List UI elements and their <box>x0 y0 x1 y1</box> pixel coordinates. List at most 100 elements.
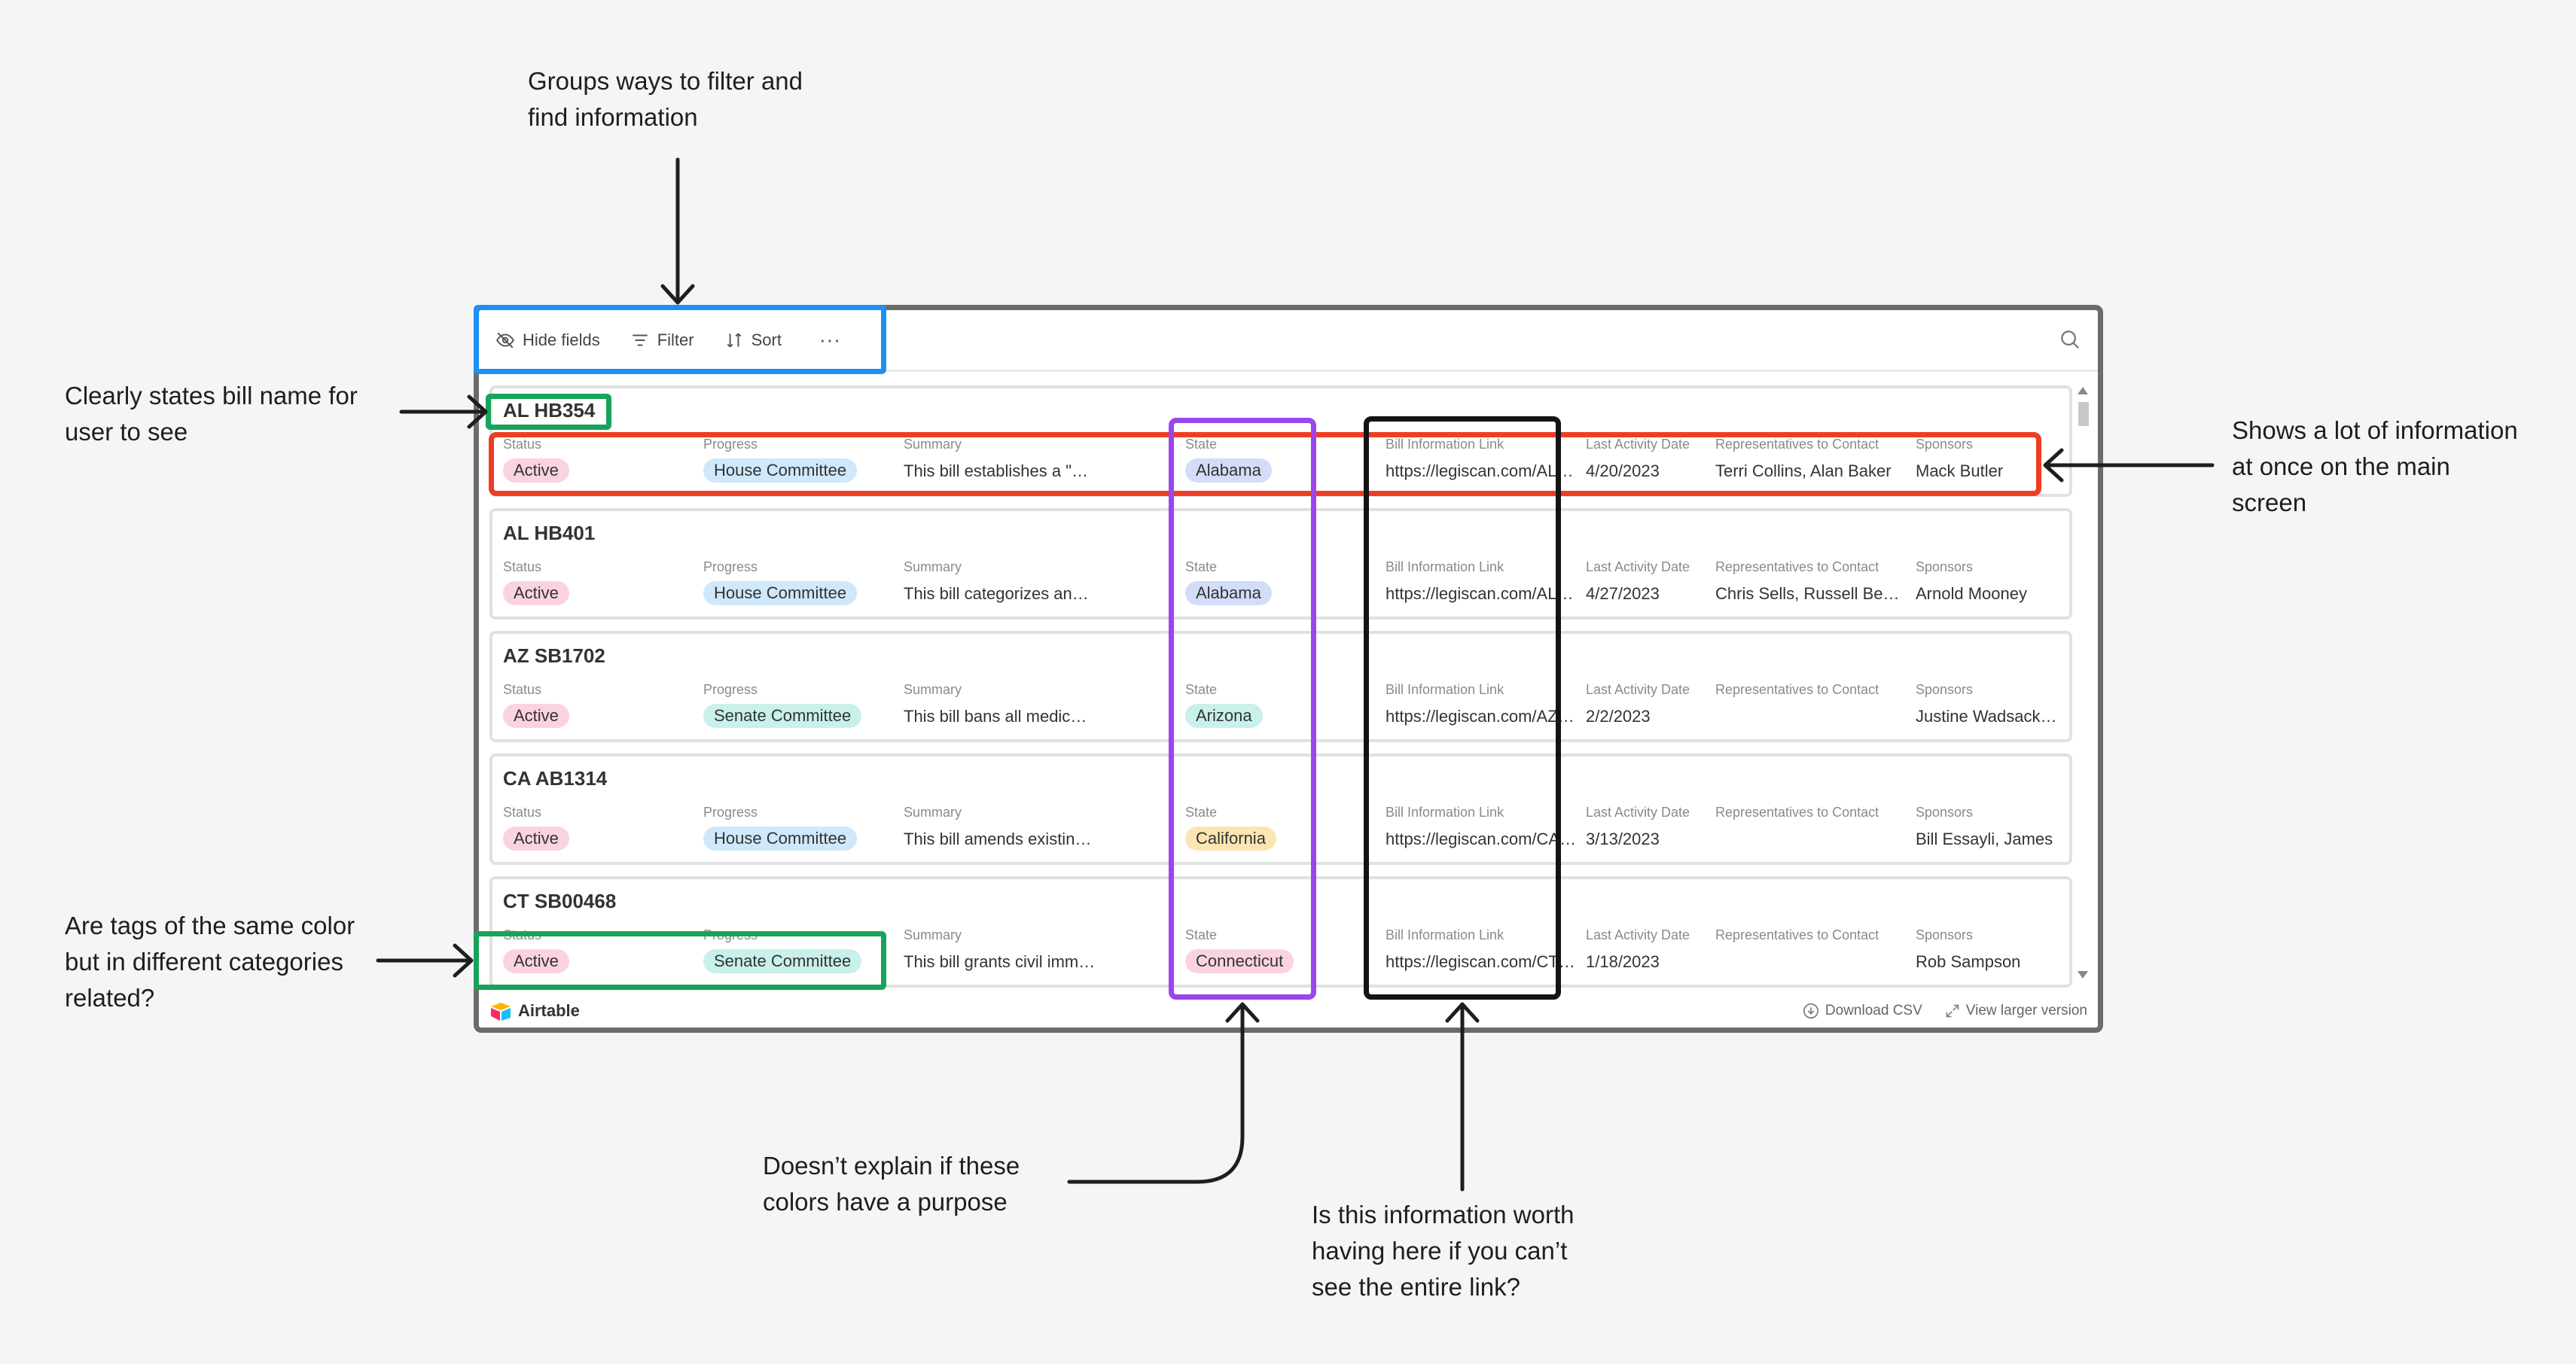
field-label: Sponsors <box>1916 559 1974 574</box>
state-tag: Alabama <box>1185 458 1272 483</box>
field-label: Representatives to Contact <box>1715 559 1879 574</box>
field-label: Summary <box>904 559 962 574</box>
status-tag: Active <box>503 827 569 851</box>
field-representatives: Representatives to Contact <box>1715 927 1902 952</box>
download-csv-button[interactable]: Download CSV <box>1803 1003 1922 1019</box>
progress-tag: House Committee <box>703 581 858 605</box>
field-label: Last Activity Date <box>1586 437 1690 452</box>
field-value: This bill amends existing legislation <box>904 830 1096 848</box>
field-label: Status <box>503 559 542 574</box>
scrollbar[interactable] <box>2075 385 2090 980</box>
sort-button[interactable]: Sort <box>724 330 782 350</box>
arrow-tags <box>376 943 474 978</box>
field-label: Progress <box>703 559 758 574</box>
field-value: 1/18/2023 <box>1586 952 1660 971</box>
scroll-down-arrow[interactable] <box>2078 971 2088 979</box>
field-label: Representatives to Contact <box>1715 437 1879 452</box>
field-label: Status <box>503 437 542 452</box>
field-label: Last Activity Date <box>1586 682 1690 697</box>
field-label: Bill Information Link <box>1386 927 1504 942</box>
airtable-brand[interactable]: Airtable <box>489 1001 580 1021</box>
expand-icon <box>1946 1004 1959 1018</box>
status-tag: Active <box>503 704 569 728</box>
record-title: AL HB401 <box>503 522 596 544</box>
scroll-thumb[interactable] <box>2078 402 2089 426</box>
field-label: State <box>1185 805 1218 820</box>
view-larger-button[interactable]: View larger version <box>1945 1003 2087 1019</box>
field-label: Status <box>503 805 542 820</box>
footer: Airtable Download CSV View larger versio… <box>479 994 2098 1028</box>
field-label: Sponsors <box>1916 927 1974 942</box>
highlight-toolbar <box>474 305 886 374</box>
download-csv-label: Download CSV <box>1825 1003 1922 1018</box>
field-last-activity: Last Activity Date 1/18/2023 <box>1586 927 1706 972</box>
filter-label: Filter <box>657 330 694 349</box>
note-toolbar: Groups ways to filter and find informati… <box>528 67 803 131</box>
field-label: Last Activity Date <box>1586 559 1690 574</box>
highlight-link-column <box>1364 416 1561 1000</box>
state-tag: Alabama <box>1185 581 1272 605</box>
field-label: Representatives to Contact <box>1715 682 1879 697</box>
progress-tag: Senate Committee <box>703 704 862 728</box>
brand-label: Airtable <box>518 1001 580 1020</box>
field-value: This bill grants civil immunity for <box>904 952 1096 971</box>
field-label: Status <box>503 682 542 697</box>
field-label: Summary <box>904 682 962 697</box>
note-colors: Doesn’t explain if these colors have a p… <box>763 1152 1020 1216</box>
field-value: 2/2/2023 <box>1586 707 1651 726</box>
field-label: Last Activity Date <box>1586 805 1690 820</box>
filter-button[interactable]: Filter <box>630 330 694 350</box>
filter-icon <box>632 334 648 346</box>
view-larger-label: View larger version <box>1965 1003 2087 1018</box>
record-title: AL HB354 <box>503 399 596 422</box>
status-tag: Active <box>503 949 569 973</box>
eye-off-icon <box>496 332 514 348</box>
field-label: Summary <box>904 805 962 820</box>
field-value: This bill categorizes any drag performan… <box>904 584 1096 603</box>
hide-fields-button[interactable]: Hide fields <box>495 330 600 350</box>
field-label: Summary <box>904 437 962 452</box>
toolbar: Hide fields Filter Sort ··· <box>479 310 2098 372</box>
state-tag: Connecticut <box>1185 949 1294 973</box>
field-label: Last Activity Date <box>1586 927 1690 942</box>
download-icon <box>1803 1003 1818 1018</box>
field-label: Bill Information Link <box>1386 682 1504 697</box>
field-label: Sponsors <box>1916 805 1974 820</box>
field-last-activity: Last Activity Date 2/2/2023 <box>1586 682 1706 726</box>
more-options-button[interactable]: ··· <box>819 328 841 351</box>
progress-tag: Senate Committee <box>703 949 862 973</box>
field-value: Rob Sampson <box>1916 952 2021 971</box>
field-value: Arnold Mooney <box>1916 584 2027 603</box>
search-icon[interactable] <box>2059 328 2081 351</box>
scroll-up-arrow[interactable] <box>2078 387 2088 394</box>
state-tag: Arizona <box>1185 704 1263 728</box>
field-value: Chris Sells, Russell Bedsole <box>1715 584 1902 603</box>
field-label: Bill Information Link <box>1386 437 1504 452</box>
field-label: Representatives to Contact <box>1715 927 1879 942</box>
status-tag: Active <box>503 581 569 605</box>
field-label: Progress <box>703 805 758 820</box>
note-bill-name: Clearly states bill name for user to see <box>65 382 358 446</box>
